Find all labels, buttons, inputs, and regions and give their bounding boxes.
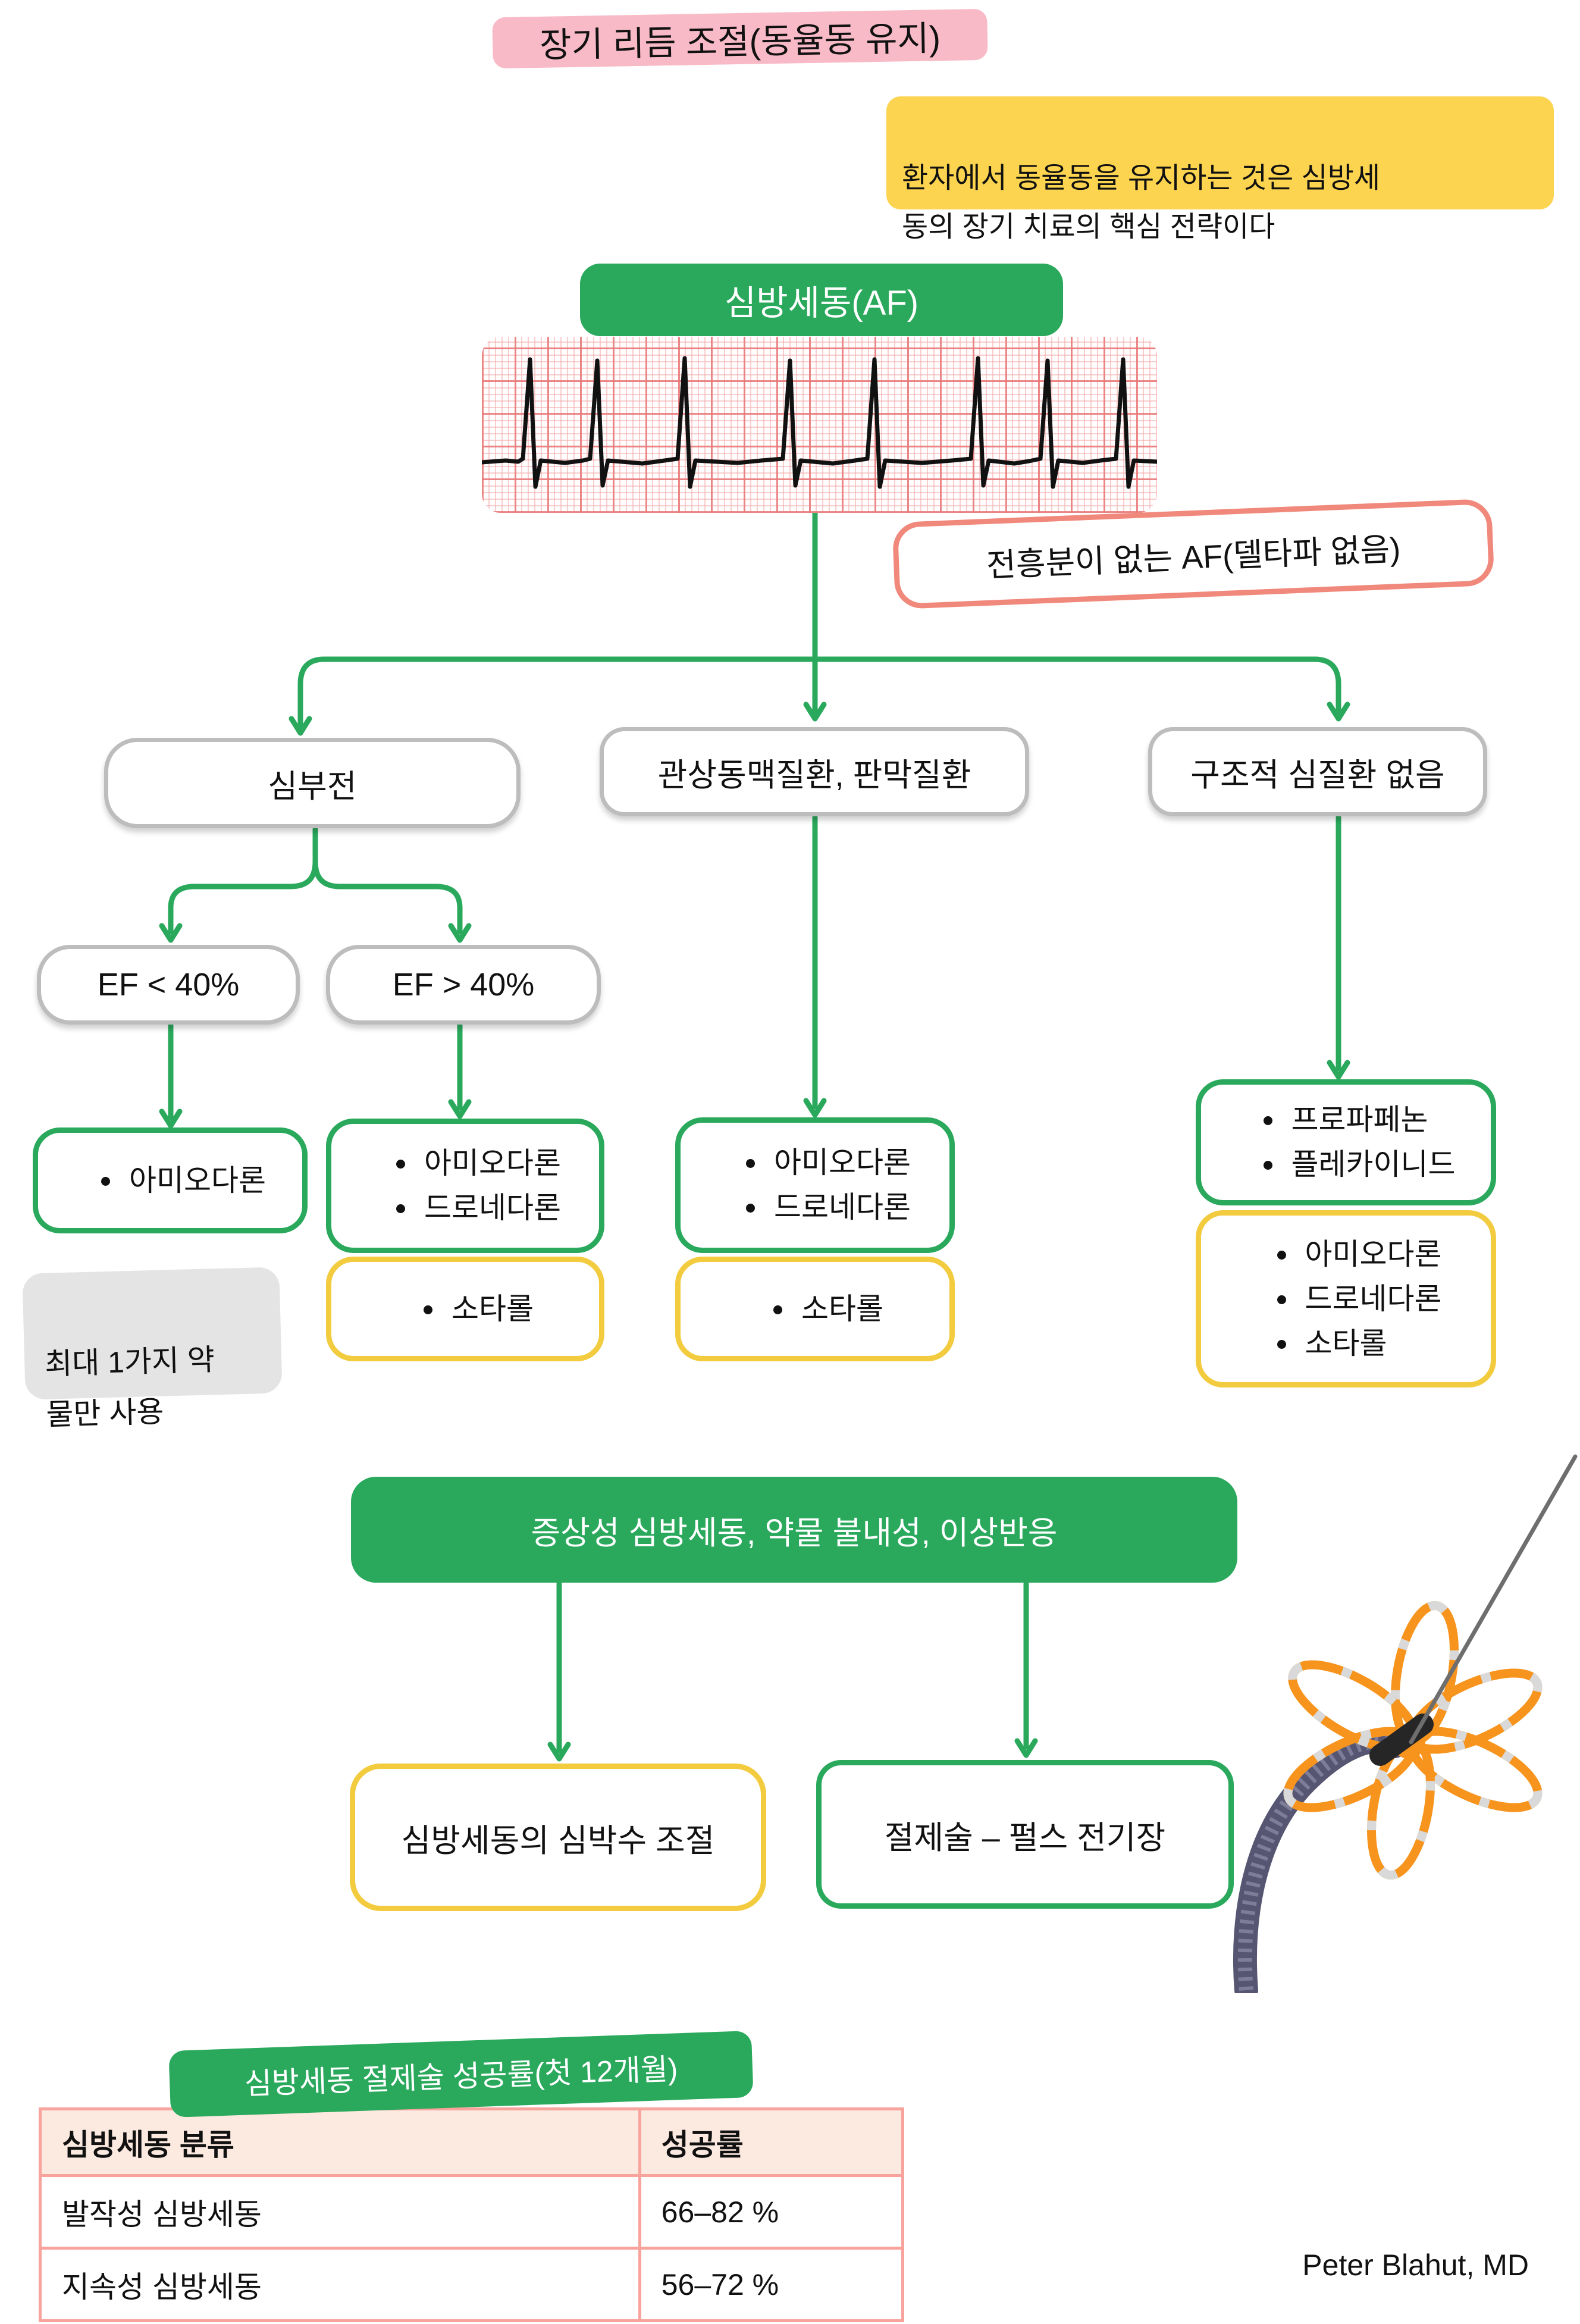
ecg-strip [482,337,1157,513]
table-cell: 발작성 심방세동 [39,2174,641,2250]
af-header-box: 심방세동(AF) [580,264,1063,336]
branch-label: 심부전 [268,768,357,804]
ef-low-label: EF < 40% [97,967,240,1003]
ef-high-label: EF > 40% [392,967,535,1003]
drug-list: 아미오다론드로네다론소타롤 [1250,1232,1442,1366]
drugs-ef-high-yellow: 소타롤 [326,1257,604,1361]
rate-control-label: 심방세동의 심박수 조절 [401,1822,715,1859]
drug-list: 소타롤 [397,1287,534,1332]
ef-high-box: EF > 40% [326,945,601,1025]
catheter-parts [1233,1454,1578,1993]
author-signature: Peter Blahut, MD [1214,2248,1529,2282]
symptomatic-banner: 증상성 심방세동, 약물 불내성, 이상반응 [351,1477,1237,1583]
table-cell: 56–72 % [638,2247,905,2322]
drug-item: 드로네다론 [768,1185,911,1230]
author-signature-text: Peter Blahut, MD [1302,2248,1529,2282]
col-af-type: 심방세동 분류 [39,2107,641,2177]
drug-item: 소타롤 [795,1287,883,1332]
drug-item: 소타롤 [446,1287,534,1332]
drug-item: 아미오다론 [768,1141,911,1185]
table-header-row: 심방세동 분류 성공률 [39,2107,905,2177]
branch-label: 구조적 심질환 없음 [1190,757,1445,793]
drug-item: 아미오다론 [1299,1232,1442,1277]
drug-list: 아미오다론드로네다론 [369,1141,561,1230]
drug-item: 프로파페논 [1286,1098,1456,1142]
connector-lines [159,509,1350,1762]
drug-item: 플레카이니드 [1286,1142,1456,1187]
intro-note: 환자에서 동율동을 유지하는 것은 심방세 동의 장기 치료의 핵심 전략이다 [886,96,1554,243]
max-one-drug-note: 최대 1가지 약 물만 사용 [22,1267,283,1432]
drug-item: 아미오다론 [123,1158,266,1203]
drugs-cad-yellow: 소타롤 [675,1257,955,1361]
drugs-noshd-yellow: 아미오다론드로네다론소타롤 [1196,1210,1496,1387]
drug-list: 아미오다론 [74,1158,266,1203]
drug-item: 드로네다론 [1299,1277,1442,1321]
col-success-rate: 성공률 [638,2107,905,2177]
drugs-ef-low-green: 아미오다론 [33,1127,308,1233]
ablation-catheter-illustration [1233,1454,1578,1993]
table-cell: 66–82 % [638,2174,905,2250]
branch-heart-failure: 심부전 [104,738,521,828]
drug-list: 프로파페논플레카이니드 [1237,1098,1456,1187]
ef-low-box: EF < 40% [37,945,300,1025]
symptomatic-banner-text: 증상성 심방세동, 약물 불내성, 이상반응 [531,1515,1058,1551]
branch-no-structural-disease: 구조적 심질환 없음 [1148,727,1487,816]
drug-list: 소타롤 [747,1287,883,1332]
ablation-box: 절제술 – 펄스 전기장 [816,1760,1234,1909]
drug-item: 소타롤 [1299,1321,1442,1366]
preexcitation-note-text: 전흥분이 없는 AF(델타파 없음) [986,531,1402,584]
intro-note-text: 환자에서 동율동을 유지하는 것은 심방세 동의 장기 치료의 핵심 전략이다 [902,162,1381,243]
table-cell: 지속성 심방세동 [39,2247,641,2322]
drug-item: 아미오다론 [418,1141,561,1186]
page-title: 장기 리듬 조절(동율동 유지) [492,8,988,69]
drugs-cad-green: 아미오다론드로네다론 [675,1117,955,1253]
ecg-trace [482,356,1157,489]
ablation-label: 절제술 – 펄스 전기장 [884,1819,1166,1856]
drugs-ef-high-green: 아미오다론드로네다론 [326,1119,604,1253]
af-header-text: 심방세동(AF) [724,284,919,322]
branch-label: 관상동맥질환, 판막질환 [657,757,971,793]
page-title-text: 장기 리듬 조절(동율동 유지) [539,19,941,65]
drug-list: 아미오다론드로네다론 [719,1141,911,1230]
branch-cad-valve: 관상동맥질환, 판막질환 [600,727,1029,816]
drug-item: 드로네다론 [418,1186,561,1230]
drugs-noshd-green: 프로파페논플레카이니드 [1196,1079,1496,1205]
success-header-text: 심방세동 절제술 성공률(첫 12개월) [244,2052,679,2101]
rate-control-box: 심방세동의 심박수 조절 [350,1764,766,1911]
